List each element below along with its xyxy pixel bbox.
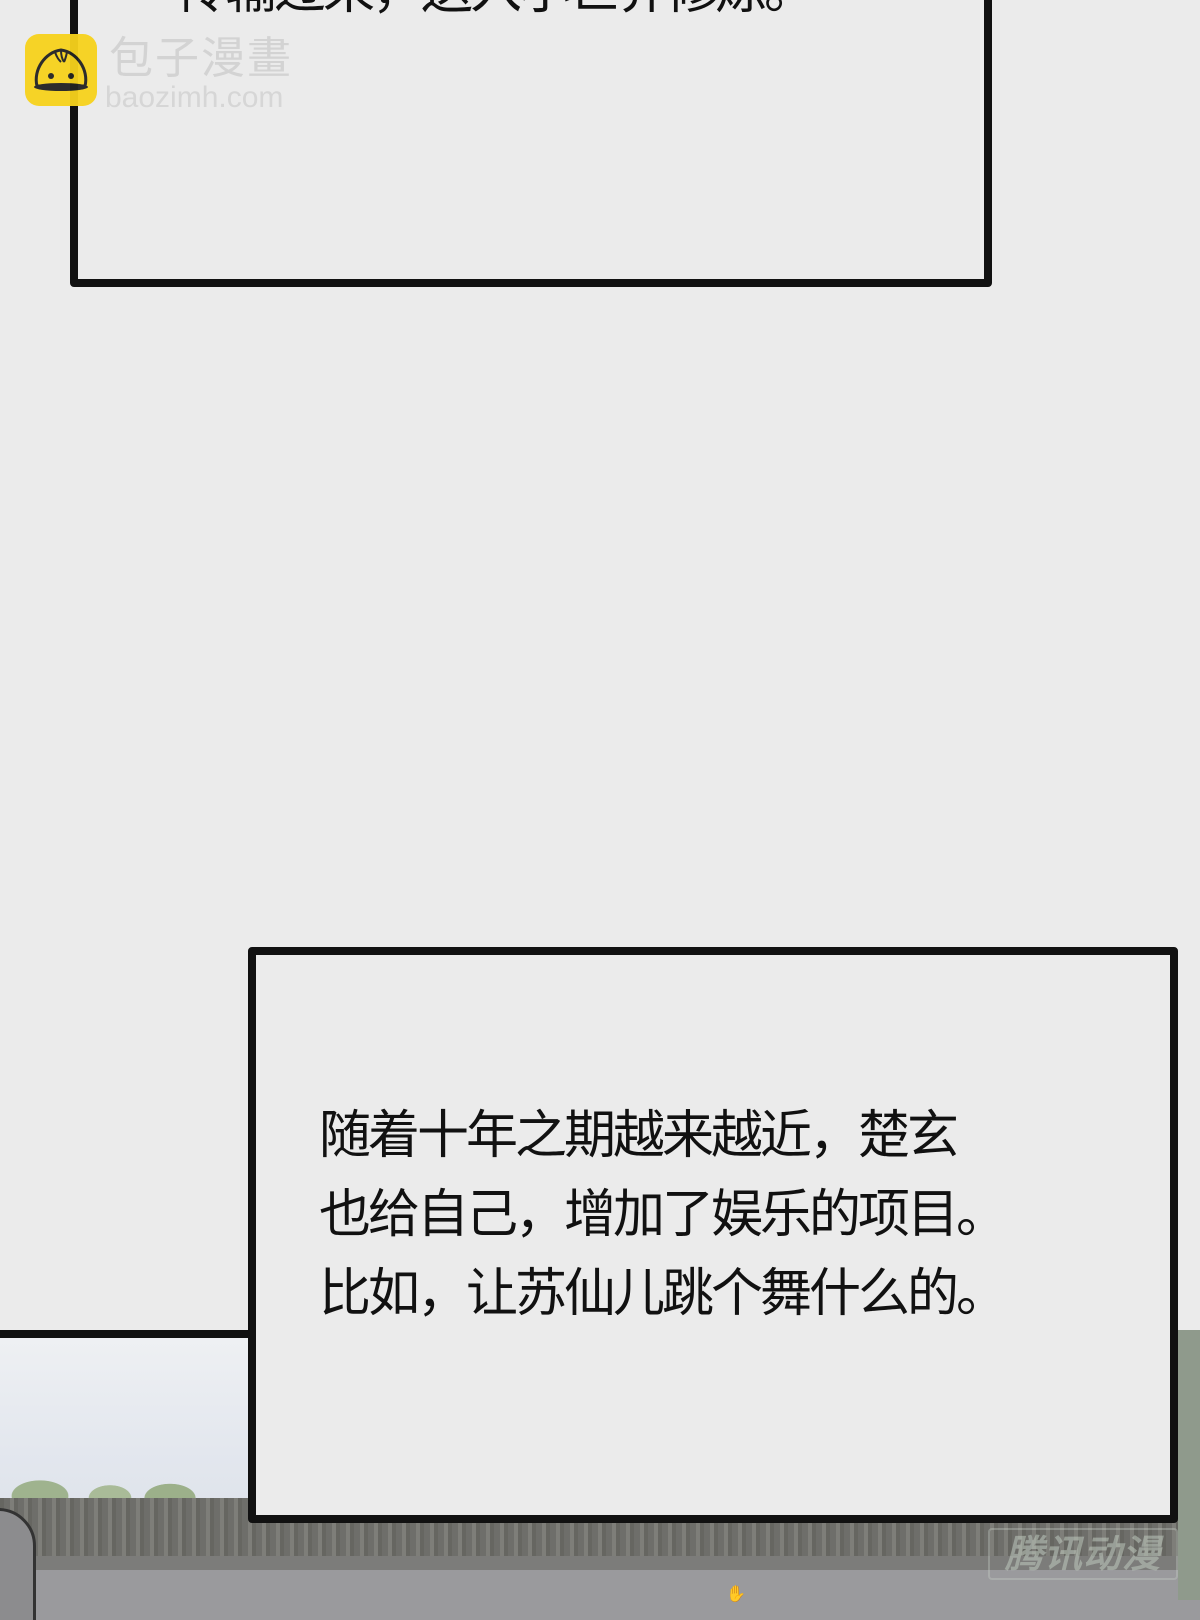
bottom-caption-box: 随着十年之期越来越近，楚玄 也给自己，增加了娱乐的项目。 比如，让苏仙儿跳个舞什…: [248, 947, 1178, 1523]
caption-line: 传输过来，送入小世界修炼。: [176, 0, 816, 31]
publisher-watermark: 腾讯动漫: [988, 1528, 1178, 1580]
scene-edge: [1178, 1330, 1200, 1600]
watermark-name: 包子漫畫: [109, 33, 293, 84]
caption-line: 比如，让苏仙儿跳个舞什么的。: [319, 1264, 1008, 1324]
caption-line: 随着十年之期越来越近，楚玄: [319, 1106, 959, 1166]
steamed-bun-icon: [25, 34, 97, 106]
watermark-domain: baozimh.com: [105, 81, 284, 114]
top-caption-box: 传输过来，送入小世界修炼。: [70, 0, 992, 287]
caption-line: 也给自己，增加了娱乐的项目。: [319, 1185, 1008, 1245]
bottom-caption-text: 随着十年之期越来越近，楚玄 也给自己，增加了娱乐的项目。 比如，让苏仙儿跳个舞什…: [319, 1097, 1008, 1334]
wall-ledge: [0, 1556, 1200, 1570]
site-watermark: 包子漫畫 baozimh.com: [25, 34, 315, 114]
top-caption-text: 传输过来，送入小世界修炼。: [176, 0, 816, 31]
hand-icon: ✋: [726, 1584, 746, 1603]
